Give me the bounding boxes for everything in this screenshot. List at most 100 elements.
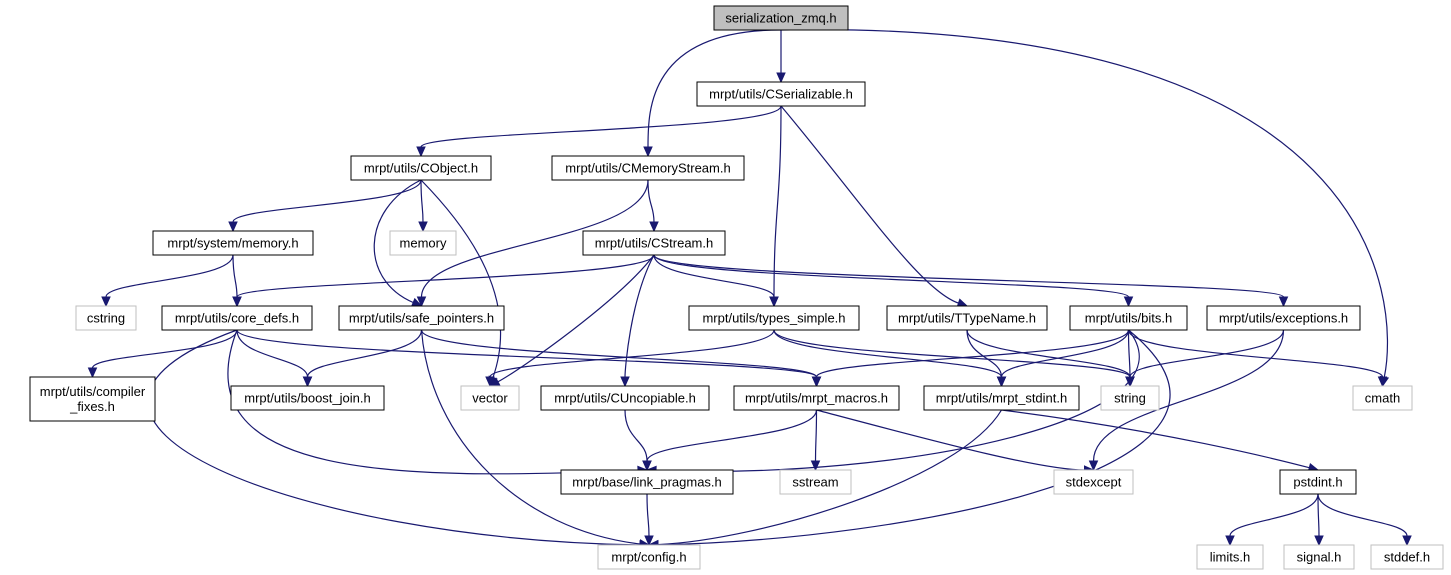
node-cserializable[interactable]: mrpt/utils/CSerializable.h xyxy=(696,81,866,107)
edge-pstdint-to-signal xyxy=(1314,493,1324,547)
edge-core_defs-to-compiler_fixes xyxy=(87,329,238,379)
edge-core_defs-to-mrpt_macros xyxy=(236,329,822,388)
node-pstdint[interactable]: pstdint.h xyxy=(1279,469,1357,495)
node-box xyxy=(389,230,457,256)
edge-arrowhead xyxy=(416,146,426,158)
edge-bits-to-cmath xyxy=(1127,329,1388,388)
edge-pstdint-to-stddef xyxy=(1317,493,1412,547)
edge-line xyxy=(1317,493,1320,537)
edge-line xyxy=(657,329,1171,546)
node-ttypename[interactable]: mrpt/utils/TTypeName.h xyxy=(886,305,1048,331)
edge-cstream-to-cuncopiable xyxy=(620,254,655,388)
edge-core_defs-to-config xyxy=(147,329,651,550)
node-mrpt_macros[interactable]: mrpt/utils/mrpt_macros.h xyxy=(733,385,900,411)
node-sstream: sstream xyxy=(779,469,852,495)
edge-serialization_zmq-to-cmemorystream xyxy=(643,29,782,158)
node-label: mrpt/base/link_pragmas.h xyxy=(572,475,722,490)
edge-line xyxy=(1000,329,1130,378)
edge-arrowhead xyxy=(811,376,822,388)
edge-line xyxy=(966,329,1003,378)
node-serialization_zmq[interactable]: serialization_zmq.h xyxy=(713,5,849,31)
edge-arrowhead xyxy=(644,535,654,547)
node-box xyxy=(230,385,385,411)
edge-line xyxy=(814,409,818,462)
node-box xyxy=(1196,544,1264,570)
node-box xyxy=(152,230,314,256)
edge-arrowhead xyxy=(649,221,659,233)
edge-arrowhead xyxy=(643,146,653,158)
node-stddef: stddef.h xyxy=(1370,544,1444,570)
node-box xyxy=(886,305,1048,331)
edge-line xyxy=(773,105,782,298)
edge-ttypename-to-string xyxy=(966,329,1135,388)
edge-bits-to-mrpt_macros xyxy=(811,329,1130,388)
edge-arrowhead xyxy=(302,376,313,388)
node-system_memory[interactable]: mrpt/system/memory.h xyxy=(152,230,314,256)
node-label: memory xyxy=(400,236,447,251)
node-label: mrpt/utils/types_simple.h xyxy=(702,311,845,326)
edge-arrowhead xyxy=(1377,376,1388,388)
node-box xyxy=(733,385,900,411)
node-label: mrpt/system/memory.h xyxy=(167,236,298,251)
node-label: mrpt/utils/CMemoryStream.h xyxy=(565,161,730,176)
node-box xyxy=(1279,469,1357,495)
node-label: cstring xyxy=(87,311,125,326)
node-cstream[interactable]: mrpt/utils/CStream.h xyxy=(582,230,726,256)
edge-line xyxy=(1317,493,1408,537)
edge-cstream-to-types_simple xyxy=(653,254,779,308)
edge-line xyxy=(624,409,648,462)
edge-line xyxy=(624,254,655,378)
edge-mrpt_macros-to-link_pragmas xyxy=(642,409,818,472)
edge-line xyxy=(105,254,234,298)
node-box xyxy=(350,155,492,181)
node-box xyxy=(540,385,710,411)
edge-bits-to-mrpt_stdint xyxy=(996,329,1130,388)
edge-arrowhead xyxy=(416,296,427,308)
edge-exceptions-to-stdexcept xyxy=(1088,329,1285,472)
node-cuncopiable[interactable]: mrpt/utils/CUncopiable.h xyxy=(540,385,710,411)
edge-line xyxy=(232,179,422,223)
edge-line xyxy=(420,179,424,223)
node-core_defs[interactable]: mrpt/utils/core_defs.h xyxy=(161,305,313,331)
node-bits[interactable]: mrpt/utils/bits.h xyxy=(1069,305,1188,331)
node-box xyxy=(582,230,726,256)
edge-arrowhead xyxy=(1125,376,1135,388)
edge-arrowhead xyxy=(1088,460,1099,472)
node-link_pragmas[interactable]: mrpt/base/link_pragmas.h xyxy=(560,469,734,495)
node-cmath: cmath xyxy=(1352,385,1413,411)
node-label: mrpt/utils/mrpt_macros.h xyxy=(745,391,888,406)
node-box xyxy=(688,305,860,331)
edge-cstream-to-core_defs xyxy=(232,254,655,308)
node-mrpt_stdint[interactable]: mrpt/utils/mrpt_stdint.h xyxy=(923,385,1080,411)
edge-cstream-to-vector xyxy=(488,254,655,387)
node-label: mrpt/utils/bits.h xyxy=(1085,311,1172,326)
edge-serialization_zmq-to-cserializable xyxy=(776,30,786,84)
node-label: mrpt/utils/TTypeName.h xyxy=(898,311,1036,326)
node-cmemorystream[interactable]: mrpt/utils/CMemoryStream.h xyxy=(551,155,745,181)
edges-layer xyxy=(87,29,1412,550)
edge-line xyxy=(420,329,818,378)
edge-arrowhead xyxy=(485,376,495,388)
nodes-layer: serialization_zmq.h mrpt/utils/CSerializa… xyxy=(29,5,1444,570)
edge-cmemorystream-to-cstream xyxy=(647,179,659,233)
node-exceptions[interactable]: mrpt/utils/exceptions.h xyxy=(1206,305,1361,331)
node-box xyxy=(1053,469,1134,495)
node-label: sstream xyxy=(792,475,838,490)
node-label: mrpt/utils/safe_pointers.h xyxy=(349,311,494,326)
edge-line xyxy=(1092,329,1285,462)
edge-arrowhead xyxy=(1402,535,1412,547)
node-safe_pointers[interactable]: mrpt/utils/safe_pointers.h xyxy=(338,305,505,331)
edge-arrowhead xyxy=(232,296,242,308)
node-stdexcept: stdexcept xyxy=(1053,469,1134,495)
node-label: mrpt/utils/exceptions.h xyxy=(1219,311,1348,326)
edge-line xyxy=(420,329,641,545)
node-types_simple[interactable]: mrpt/utils/types_simple.h xyxy=(688,305,860,331)
edge-pstdint-to-limits xyxy=(1225,493,1319,547)
edge-system_memory-to-cstring xyxy=(101,254,234,308)
edge-arrowhead xyxy=(1314,535,1324,547)
node-compiler_fixes[interactable]: mrpt/utils/compiler_fixes.h xyxy=(29,376,156,422)
node-boost_join[interactable]: mrpt/utils/boost_join.h xyxy=(230,385,385,411)
edge-arrowhead xyxy=(228,221,238,233)
node-cobject[interactable]: mrpt/utils/CObject.h xyxy=(350,155,492,181)
edge-arrowhead xyxy=(1278,296,1289,308)
